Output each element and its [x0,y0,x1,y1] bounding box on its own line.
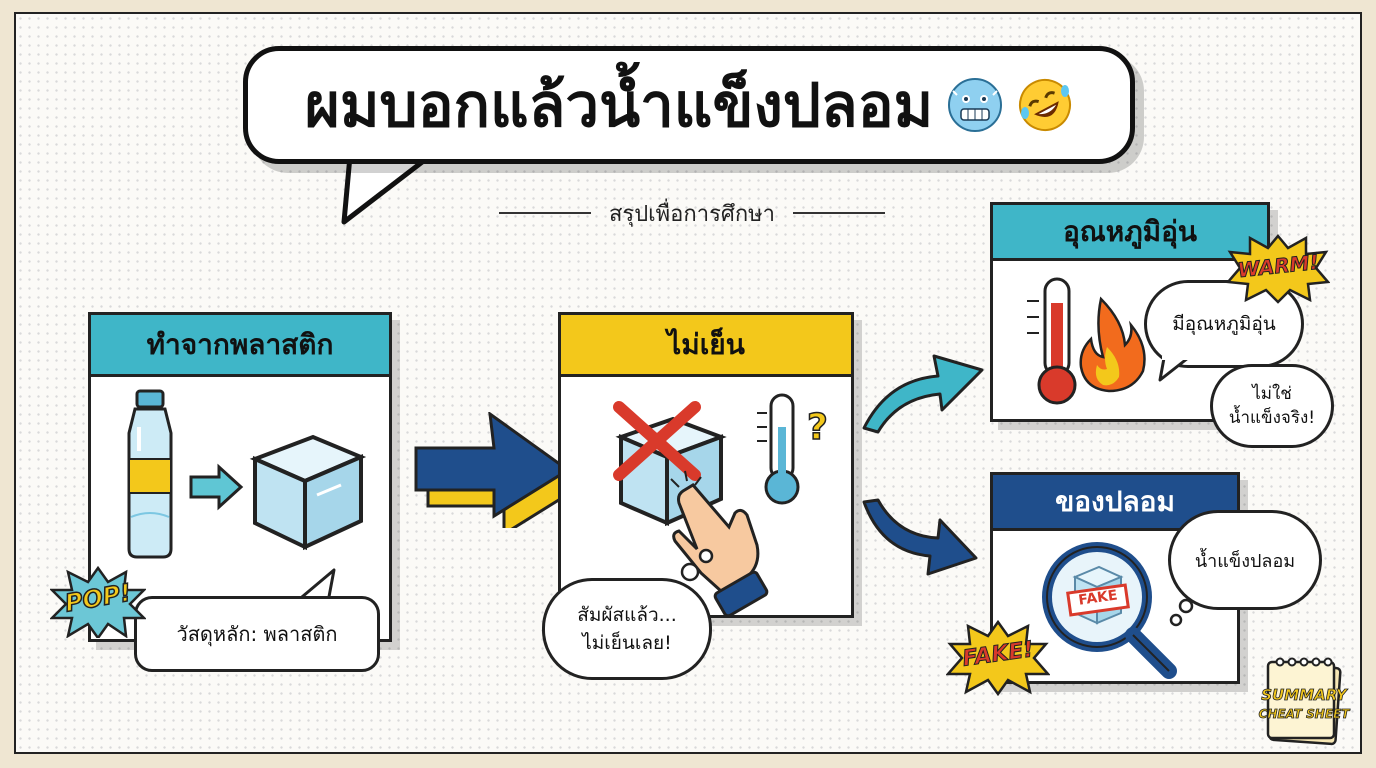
card-plastic-illustration [127,389,367,559]
notepad-line2: CHEAT SHEET [1258,707,1350,722]
hot-thermometer-icon [1027,277,1077,405]
subtitle-row: สรุปเพื่อการศึกษา [452,198,932,228]
card-warm-bubble2-line2: น้ำแข็งจริง! [1228,408,1316,428]
page-title: ผมบอกแล้วน้ำแข็งปลอม [304,70,934,141]
big-arrow-1 [414,412,581,528]
thermometer-icon [757,393,800,505]
pop-burst [50,566,146,638]
rofl-face-icon [1019,79,1072,131]
subtitle: สรุปเพื่อการศึกษา [608,201,776,227]
question-mark-icon: ? [807,407,828,448]
card-warm-bubble2-line1: ไม่ใช่ [1252,384,1292,404]
card-plastic-speech-bubble: วัสดุหลัก: พลาสติก [134,596,380,672]
notepad-icon [1266,657,1342,746]
curved-arrow-down [862,498,978,576]
magnifier-icon [1042,542,1177,679]
water-bottle-icon [127,389,173,559]
card-warm-illustration [1027,277,1146,405]
red-cross-icon [613,401,701,481]
notepad-label: SUMMARY CHEAT SHEET [1254,686,1354,724]
card-plastic-bubble-text: วัสดุหลัก: พลาสติก [176,622,338,646]
subtitle-rule-left [498,212,591,214]
ice-cube-icon [249,434,367,551]
card-fake-thought-bubble: น้ำแข็งปลอม [1168,510,1322,610]
card-warm-header: อุณหภูมิอุ่น [993,205,1267,261]
freezing-face-icon [948,78,1003,132]
card-fake-thought-dots [1169,598,1194,627]
card-not-cold-header: ไม่เย็น [561,315,851,377]
title-bubble: ผมบอกแล้วน้ำแข็งปลอม [243,46,1135,164]
card-not-cold: ไม่เย็น [558,312,854,618]
transform-arrow-icon [189,463,244,511]
card-plastic: ทำจากพลาสติก [88,312,392,642]
fake-burst [946,620,1050,696]
card-not-cold-thought-bubble: สัมผัสแล้ว... ไม่เย็นเลย! [542,578,712,680]
card-warm-bubble-tail [1158,356,1190,382]
curved-arrow-up [862,354,984,434]
card-not-cold-bubble-line1: สัมผัสแล้ว... [577,604,677,626]
card-warm-thought-bubble: ไม่ใช่ น้ำแข็งจริง! [1210,364,1334,448]
warm-burst [1226,234,1330,304]
card-not-cold-bubble-line2: ไม่เย็นเลย! [582,632,672,654]
notepad-line1: SUMMARY [1261,686,1347,705]
card-warm-bubble1-text: มีอุณหภูมิอุ่น [1172,313,1276,335]
card-fake-illustration [1042,542,1177,679]
card-fake-bubble-text: น้ำแข็งปลอม [1194,550,1296,572]
subtitle-rule-right [793,212,886,214]
card-plastic-header: ทำจากพลาสติก [91,315,389,377]
thought-dots [680,548,714,582]
card-not-cold-illustration: ? [613,393,829,615]
